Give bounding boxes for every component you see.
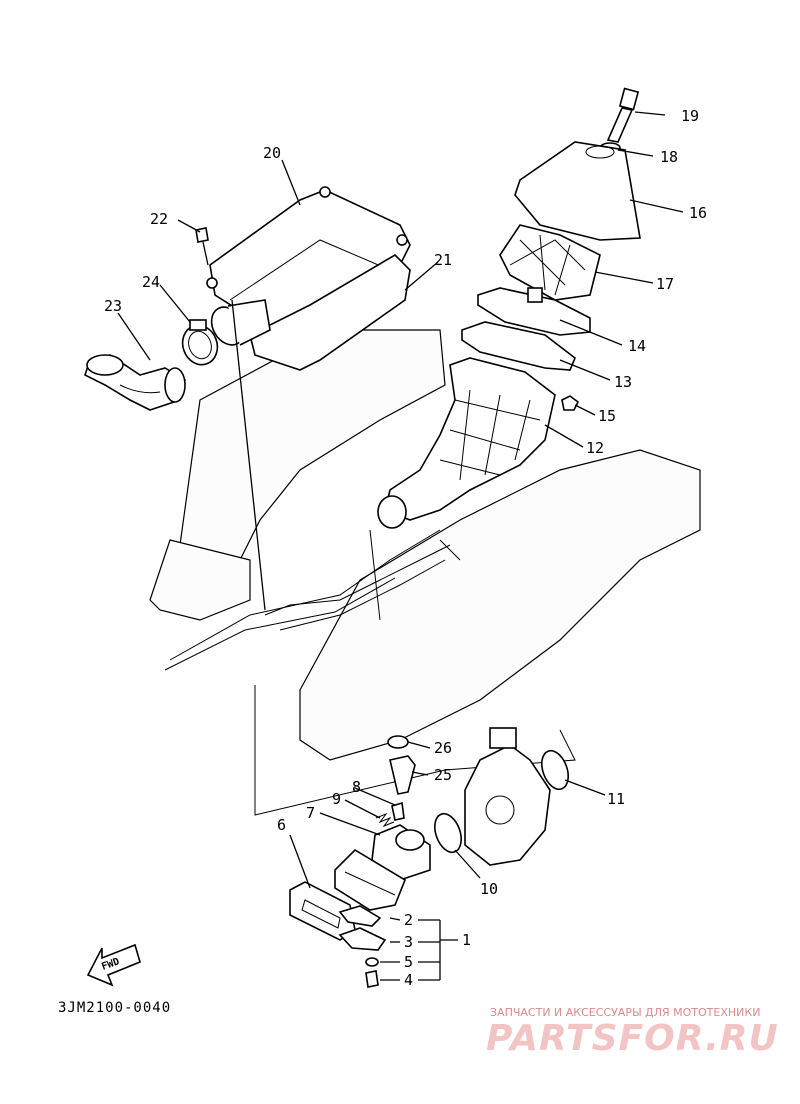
part-16-cone-cover [514,141,641,241]
label-26: 26 [434,739,452,757]
part-22-screw [195,227,209,266]
part-7-manifold [371,824,431,881]
part-3-stopper [338,927,387,951]
part-12-duct [377,357,556,529]
label-20: 20 [263,144,281,162]
label-12: 12 [586,439,604,457]
watermark-brand: PARTSFOR.RU [486,1018,779,1059]
label-19: 19 [681,107,699,125]
label-14: 14 [628,337,646,355]
part-9-spring [375,812,395,828]
label-25: 25 [434,766,452,784]
label-22: 22 [150,210,168,228]
label-10: 10 [480,880,498,898]
part-8-screw [391,801,405,821]
part-5-washer [365,957,379,967]
label-21: 21 [434,251,452,269]
label-2: 2 [404,911,413,929]
leader-lines [117,111,684,981]
part-4-screw [365,970,379,988]
label-9: 9 [332,790,341,808]
part-1-reed-valve [334,848,406,911]
part-21-gasket [249,253,411,371]
label-11: 11 [607,790,625,808]
label-16: 16 [689,204,707,222]
part-23-joint [84,354,186,411]
part-2-reed [338,905,382,927]
engine-area-outline [254,685,576,816]
reference-code: 3JM2100-0040 [58,1000,172,1016]
label-18: 18 [660,148,678,166]
label-4: 4 [404,971,413,989]
watermark-tagline: ЗАПЧАСТИ И АКСЕССУАРЫ ДЛЯ МОТОТЕХНИКИ [490,1006,761,1019]
part-25-hose [389,755,416,795]
part-11-clamp [541,749,569,791]
frame-body [149,329,701,761]
part-19-bolt [606,87,640,143]
part-26-clip [387,735,409,749]
label-8: 8 [352,778,361,796]
part-17-element [499,224,601,301]
carburetor [464,727,551,866]
label-1: 1 [462,931,471,949]
part-15-nut [561,395,580,411]
part-13-gasket [461,321,576,371]
part-24-clamp [181,319,219,366]
label-13: 13 [614,373,632,391]
fwd-arrow-icon: FWD [86,943,141,987]
label-24: 24 [142,273,160,291]
label-3: 3 [404,933,413,951]
label-5: 5 [404,953,413,971]
label-23: 23 [104,297,122,315]
part-10-clamp [434,812,462,854]
label-17: 17 [656,275,674,293]
callout-labels: 19 18 16 17 14 13 15 12 20 21 22 24 23 2… [104,107,707,989]
label-15: 15 [598,407,616,425]
label-7: 7 [306,804,315,822]
label-6: 6 [277,816,286,834]
